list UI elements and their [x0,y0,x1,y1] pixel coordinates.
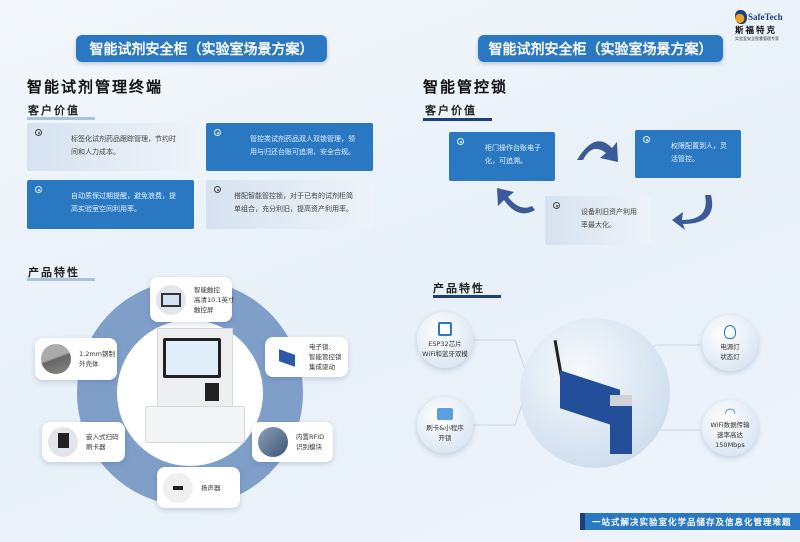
logo-brand: SafeTech [748,12,783,22]
logo-name: 斯福特克 [735,26,778,36]
value-card: 搭配智能管控锁，对于已有的试剂柜简单组合，充分利旧，提高资产利用率。 [206,180,373,229]
heading-underline [27,117,95,120]
bullet-icon [457,138,464,145]
wifi-icon: ◠ [724,405,736,421]
feature-text: 智能触控 高清10.1英寸 触控屏 [194,285,235,314]
feature-text: 电源灯 状态灯 [720,342,740,361]
heading-underline [423,118,492,121]
chip-icon [438,321,452,336]
arrow-right-icon [577,141,618,162]
speaker-icon [163,472,193,503]
value-text: 搭配智能管控锁，对于已有的试剂柜简单组合，充分利旧，提高资产利用率。 [234,192,353,213]
feature-text: 电子锁、 智能管控锁 集成驱动 [309,343,342,371]
bullet-icon [214,129,221,136]
value-card: 标签化试剂药品跟踪管理，节约时间和人力成本。 [27,123,194,171]
value-text: 权限配置到人，灵活管控。 [671,142,727,163]
terminal-device-image [145,328,245,446]
feature-circle: 刷卡&小程序 开锁 [417,397,473,453]
right-title: 智能管控锁 [423,78,509,96]
steel-plate-icon [41,344,71,374]
logo-tagline: 实验室安全智慧管理专家 [735,36,779,41]
feature-text: 扬声器 [201,483,221,492]
touchscreen-icon [156,284,186,315]
feature-text: ESP32芯片 WiFi和蓝牙双模 [422,339,468,358]
value-text: 设备利旧资产利用率最大化。 [581,208,637,229]
lightbulb-icon [724,324,736,339]
value-card: 自动质保过期提醒，避免浪费，提高实验室空间利用率。 [27,180,194,229]
right-banner: 智能试剂安全柜（实验室场景方案） [478,35,723,62]
arrow-up-icon [497,188,535,214]
feature-callout: 扬声器 [157,467,240,508]
feature-circle: ◠WiFi数据传输 速率高达 150Mbps [702,400,758,456]
left-value-heading: 客户价值 [28,104,80,117]
feature-text: 嵌入式扫码 刷卡器 [86,433,119,451]
left-title: 智能试剂管理终端 [27,78,164,96]
smart-lock-icon [271,342,301,372]
rfid-icon [258,427,288,457]
bullet-icon [35,129,42,136]
feature-circle: 电源灯 状态灯 [702,315,758,371]
feature-callout: 嵌入式扫码 刷卡器 [42,422,125,462]
lock-icon [437,407,453,420]
bullet-icon [553,202,560,209]
bullet-icon [214,186,221,193]
smart-lock-image [553,340,645,460]
bullet-icon [643,136,650,143]
feature-text: 刷卡&小程序 开锁 [426,423,464,442]
logo-mark-icon [735,10,747,24]
right-feature-heading: 产品特性 [433,282,485,295]
connector-lines [470,339,700,431]
feature-callout: 1.2mm钢制 外壳体 [35,338,117,380]
value-card: 权限配置到人，灵活管控。 [635,130,741,178]
feature-callout: 电子锁、 智能管控锁 集成驱动 [265,337,348,377]
value-card: 设备利旧资产利用率最大化。 [545,196,651,245]
heading-underline [433,295,501,298]
value-text: 柜门操作台账电子化，可追溯。 [485,144,541,165]
footer-text: 一站式解决实验室化学品储存及信息化管理难题 [592,517,792,528]
value-card: 柜门操作台账电子化，可追溯。 [449,132,555,181]
right-value-heading: 客户价值 [425,104,477,117]
value-text: 标签化试剂药品跟踪管理，节约时间和人力成本。 [71,135,176,156]
logo: SafeTech 斯福特克 实验室安全智慧管理专家 [735,10,797,42]
value-text: 自动质保过期提醒，避免浪费，提高实验室空间利用率。 [71,192,176,213]
value-card: 管控类试剂药品双人双锁管理，领用与归还台账可追溯，安全合规。 [206,123,373,171]
heading-underline [27,278,95,281]
feature-text: 内置RFID 识别模块 [296,433,325,451]
feature-text: WiFi数据传输 速率高达 150Mbps [710,420,750,449]
feature-text: 1.2mm钢制 外壳体 [79,350,116,368]
left-feature-heading: 产品特性 [28,266,80,279]
feature-callout: 内置RFID 识别模块 [252,422,333,462]
left-banner: 智能试剂安全柜（实验室场景方案） [76,35,327,62]
cycle-arrows [497,141,713,230]
feature-callout: 智能触控 高清10.1英寸 触控屏 [150,277,235,322]
arrow-down-icon [672,195,713,230]
card-reader-icon [48,427,78,457]
feature-circle: ESP32芯片 WiFi和蓝牙双模 [417,312,473,368]
footer-slogan: 一站式解决实验室化学品储存及信息化管理难题 [580,513,800,530]
value-text: 管控类试剂药品双人双锁管理，领用与归还台账可追溯，安全合规。 [250,135,355,156]
bullet-icon [35,186,42,193]
